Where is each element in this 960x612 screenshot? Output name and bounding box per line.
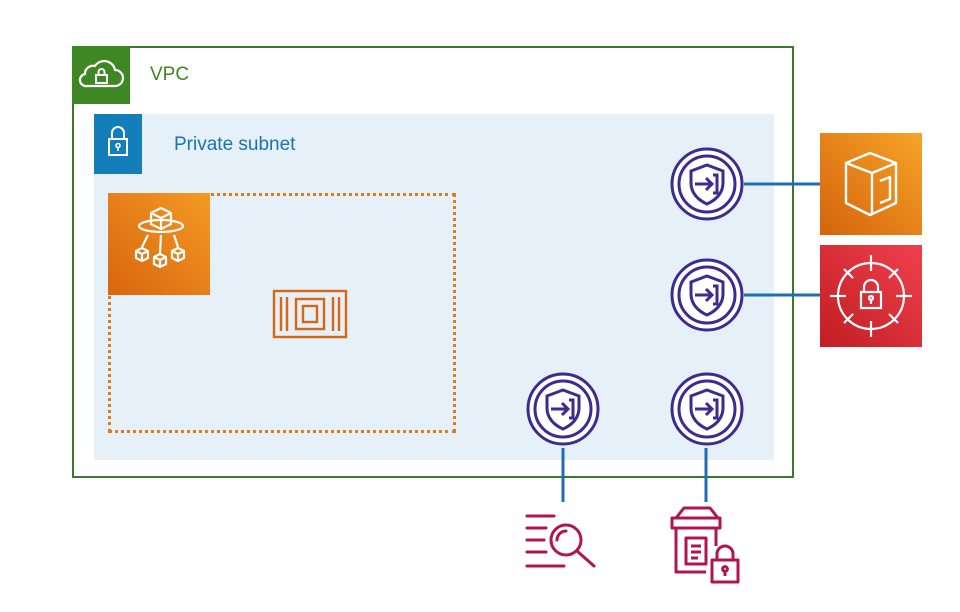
vpc-label: VPC [150,64,190,85]
padlock-icon [94,114,142,174]
vpc-container [72,46,794,478]
secure-package-lock-icon [668,504,748,584]
vpc-endpoint-shield-icon [668,256,746,334]
vpc-endpoint-shield-icon [668,145,746,223]
vpc-endpoint-shield-icon [668,370,746,448]
vpc-endpoint-shield-icon [524,370,602,448]
log-search-icon [524,508,604,574]
private-subnet-label: Private subnet [174,134,296,155]
key-management-lock-icon [820,245,922,347]
ec2-instance-chip-icon [272,287,348,341]
instance-group-container [108,193,456,433]
storage-cube-icon [820,133,922,235]
vpc-cloud-lock-icon [72,46,130,104]
machine-learning-cubes-icon [108,193,210,295]
